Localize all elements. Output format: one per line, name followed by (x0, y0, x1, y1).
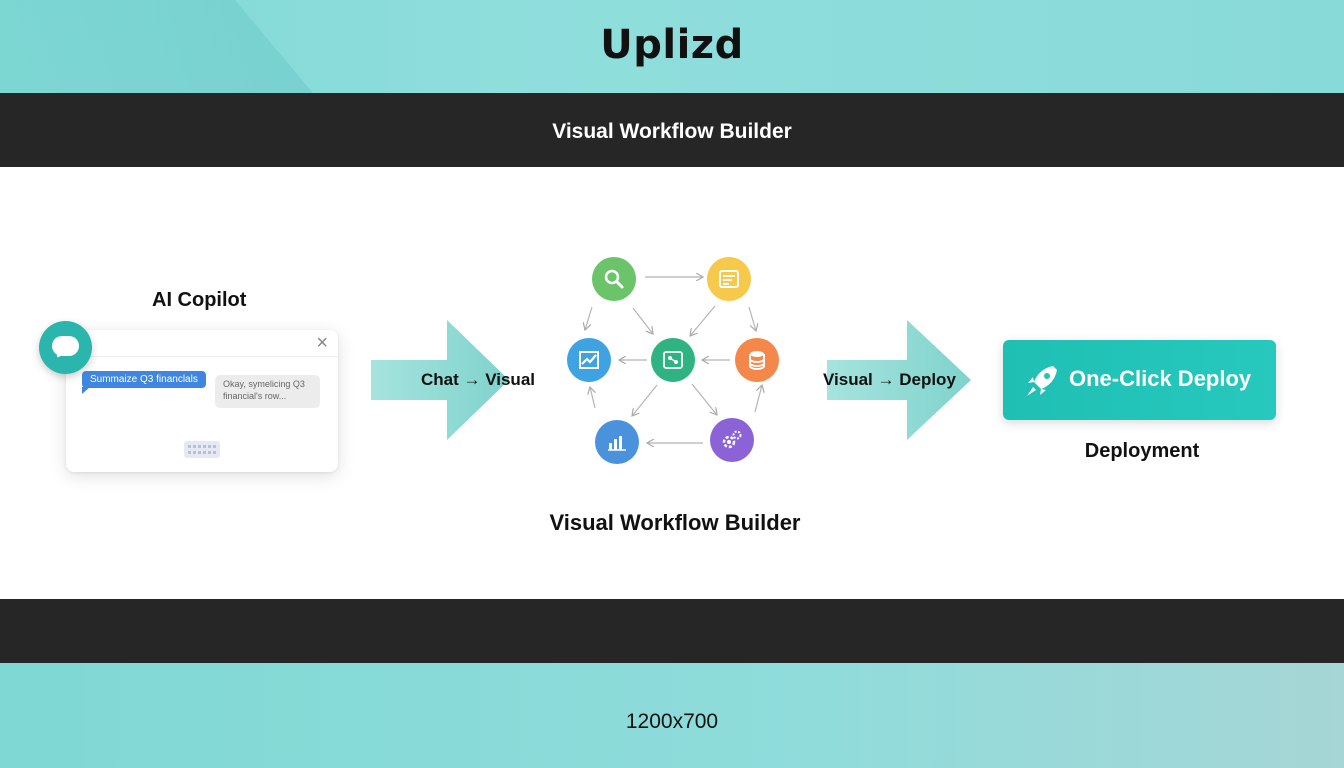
node-trend[interactable] (567, 338, 611, 382)
copilot-title: AI Copilot (152, 289, 247, 311)
node-database[interactable] (735, 338, 779, 382)
hub-icon (663, 351, 683, 369)
search-icon (604, 269, 624, 289)
list-icon (719, 270, 739, 288)
arrow-label-visual-deploy: Visual → Deploy (823, 370, 956, 389)
page-title: Visual Workflow Builder (552, 120, 792, 143)
header-bar (0, 93, 1344, 167)
chat-window-divider (66, 356, 338, 357)
bot-message: Okay, symelicing Q3 financial's row... (215, 375, 320, 408)
node-bar-chart[interactable] (595, 420, 639, 464)
one-click-deploy-button[interactable]: One-Click Deploy (1003, 340, 1276, 420)
footer-bar (0, 599, 1344, 663)
arrow-chat-to-visual (371, 320, 509, 440)
brand-logo-text: Uplizd (600, 22, 744, 68)
bottom-band (0, 663, 1344, 768)
node-hub[interactable] (651, 338, 695, 382)
top-band (0, 0, 1344, 93)
chart-trend-icon (579, 351, 599, 369)
workflow-builder-label: Visual Workflow Builder (549, 510, 801, 535)
node-search[interactable] (592, 257, 636, 301)
user-message-text: Summaize Q3 financlals (90, 374, 198, 385)
close-icon[interactable]: × (316, 332, 328, 354)
node-list[interactable] (707, 257, 751, 301)
deployment-caption: Deployment (1084, 440, 1200, 462)
user-message: Summaize Q3 financlals (82, 371, 206, 394)
keyboard-icon[interactable] (184, 441, 220, 458)
node-gears[interactable] (710, 418, 754, 462)
dimension-label: 1200x700 (625, 710, 719, 733)
chat-bubble-icon[interactable] (39, 321, 92, 374)
deploy-button-label: One-Click Deploy (1069, 366, 1252, 391)
arrow-visual-to-deploy (827, 320, 971, 440)
bar-chart-icon (608, 436, 626, 451)
workflow-graph (555, 250, 779, 475)
graph-connectors (555, 250, 775, 475)
gears-icon (722, 430, 742, 449)
rocket-icon (1027, 366, 1057, 396)
database-icon (749, 351, 765, 370)
arrow-label-chat-visual: Chat → Visual (421, 370, 535, 389)
